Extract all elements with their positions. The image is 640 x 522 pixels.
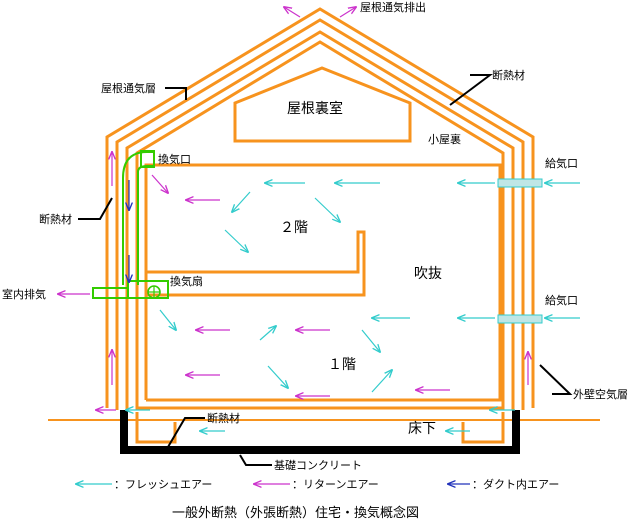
diagram-title: 一般外断熱（外張断熱）住宅・換気概念図 <box>172 505 419 521</box>
second-floor-label: ２階 <box>280 220 308 236</box>
return-air-arrows <box>58 7 528 410</box>
ventilation-fan-label: 換気扇 <box>170 274 203 288</box>
leader-lines <box>78 74 573 466</box>
second-floor-slab <box>146 230 366 297</box>
legend-return-air-label: ：リターンエアー <box>292 478 379 491</box>
outer-shell <box>105 7 535 410</box>
supply-port-lower-label: 給気口 <box>545 293 578 307</box>
legend-duct-air-label: ：ダクト内エアー <box>472 477 559 491</box>
interior-outline <box>144 163 502 402</box>
exhaust-port-label: 換気口 <box>158 152 191 166</box>
attic-room <box>233 66 412 143</box>
roof-vent-exhaust-label: 屋根通気排出 <box>360 0 426 14</box>
attic-room-label: 屋根裏室 <box>287 100 343 117</box>
insulation-roof-label: 断熱材 <box>492 68 525 82</box>
ventilation-fan-icon <box>147 285 161 299</box>
legend: ：フレッシュエアー ：リターンエアー ：ダクト内エアー <box>76 477 559 491</box>
insulation-wall-label: 断熱材 <box>39 212 72 226</box>
exterior-air-layer-label: 外壁空気層 <box>573 387 628 401</box>
first-floor-label: １階 <box>328 357 356 373</box>
roof-vent-layer-label: 屋根通気層 <box>101 81 156 95</box>
insulation-floor-label: 断熱材 <box>207 411 240 425</box>
foundation-concrete <box>120 410 520 454</box>
foundation-label: 基礎コンクリート <box>274 459 362 472</box>
indoor-exhaust-label: 室内排気 <box>2 287 46 301</box>
atrium-label: 吹抜 <box>414 266 442 282</box>
fresh-air-arrows <box>126 183 580 431</box>
exhaust-duct <box>92 150 169 299</box>
supply-ports <box>497 178 543 324</box>
legend-fresh-air-label: ：フレッシュエアー <box>114 478 212 491</box>
supply-port-upper-label: 給気口 <box>545 156 578 170</box>
small-attic-label: 小屋裏 <box>428 132 461 146</box>
underfloor-label: 床下 <box>408 421 436 437</box>
floor-insulation <box>135 412 505 444</box>
